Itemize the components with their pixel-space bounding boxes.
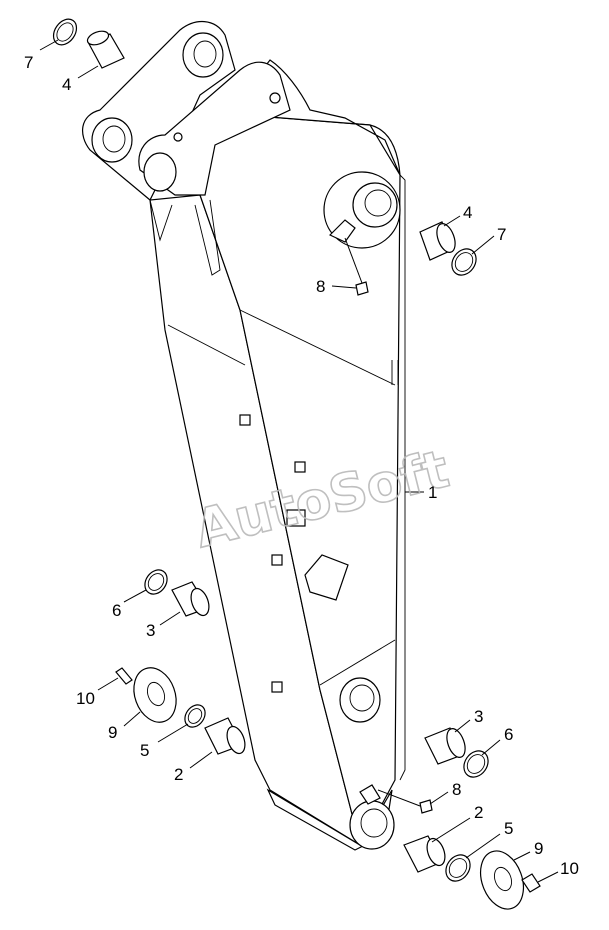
boom-side-bolt [173,132,183,142]
leader-4b [443,215,461,227]
bushing-2-right-end [426,837,446,867]
leader-6a [123,589,147,603]
foot-boss-flange [349,800,395,850]
leader-8b [429,791,449,805]
leader-9b [513,851,531,861]
callout-9-right: 9 [534,839,543,858]
callout-7-right: 7 [497,225,506,244]
callout-6-left: 6 [112,601,121,620]
callout-8-upper: 8 [316,277,325,296]
leader-5a [157,723,189,743]
retainer-plate-9-right-hole [493,866,513,892]
callout-2-left: 2 [174,765,183,784]
bushing-3-right-end [446,728,466,758]
seal-ring-5-right-inner [448,858,468,878]
lower-boss [339,677,381,723]
boom-top-bolt [269,92,281,104]
callout-4-right: 4 [463,203,472,222]
leader-10a [97,677,119,691]
leader-3a [159,611,181,626]
boom-front-bracket-bore [143,152,177,192]
bushing-2-left-end [226,725,246,755]
lower-boss-inner [349,684,375,712]
callout-3-left: 3 [146,621,155,640]
callout-6-right: 6 [504,725,513,744]
bushing-3-left-end [190,587,210,617]
callout-8-lower: 8 [452,780,461,799]
boom-rear-bracket-bore-upper-inner [193,40,217,68]
body-pad-1 [239,414,251,426]
callout-10-right: 10 [560,859,579,878]
bolt-10-left [115,667,133,685]
boom-rear-bracket-bore-upper [182,32,224,78]
leader-7b [471,235,495,255]
callout-10-left: 10 [76,689,95,708]
seal-ring-7-top-left [52,18,78,46]
seal-ring-7-right [451,248,477,276]
boom-panel-line-2 [239,309,396,386]
callout-9-left: 9 [108,723,117,742]
seal-ring-7-right-inner [454,252,474,272]
seal-ring-6-left-inner [147,573,165,591]
leader-8b-2 [377,789,421,807]
boom-rear-bracket-bore-lower-inner [102,125,126,153]
leader-7a [39,39,59,51]
upper-boss-bore [352,182,398,228]
callout-4-top-left: 4 [62,75,71,94]
seal-ring-5-right [445,854,471,882]
boom-stiffener-right [194,199,221,276]
body-pad-4 [271,554,283,566]
bushing-4-top-left-end [86,30,110,46]
leader-8a-2 [344,237,363,284]
foot-boss-bore [360,808,388,838]
body-pad-5 [271,681,283,693]
leader-9a [123,711,141,727]
seal-ring-6-right [463,750,489,778]
callout-3-right: 3 [474,707,483,726]
callout-7-top-left: 7 [24,53,33,72]
boom-edge-rail-inner [391,360,399,385]
boom-rear-bracket-bore-lower [91,117,133,163]
retainer-plate-9-left-hole [146,681,166,707]
body-pad-2 [294,461,306,473]
boom-front-bracket [138,61,291,196]
retainer-plate-9-right [479,850,525,910]
grease-fitting-8-upper [355,281,369,296]
seal-ring-5-left-inner [187,708,203,724]
leader-5b [465,833,501,859]
callout-labels: 7 4 4 7 8 1 6 3 10 9 5 2 3 6 8 2 5 9 10 [24,53,579,878]
leader-10b [537,871,559,883]
boom-panel-line-1 [167,324,246,366]
upper-boss-grease-lug [328,219,356,243]
boom-stiffener-left [149,199,173,242]
leader-2a [189,751,213,769]
grease-fitting-8-lower [419,799,433,814]
leader-3b [454,719,471,733]
seal-ring-5-left [184,704,206,728]
bolt-10-right [521,873,541,893]
body-pad-3 [286,509,306,527]
leader-4a [77,65,99,79]
leader-lines [39,39,559,883]
boom-edge-rail [399,174,406,781]
retainer-plate-9-left [133,667,177,723]
callout-5-left: 5 [140,741,149,760]
callout-1-boom: 1 [428,483,437,502]
loose-parts [52,18,541,910]
seal-ring-6-left [144,569,168,595]
callout-5-right: 5 [504,819,513,838]
leader-6b [481,739,501,756]
leader-2b [431,817,471,843]
leader-8a [331,285,357,289]
boom-panel-line-3 [319,639,396,686]
seal-ring-7-top-left-inner [56,22,74,42]
callout-2-right: 2 [474,803,483,822]
boom-arm [82,21,406,851]
foot-grease-lug [359,784,381,805]
bushing-4-right-end [436,223,456,253]
seal-ring-6-right-inner [466,754,486,774]
body-mount-plate [304,554,349,601]
upper-boss-bore-inner [364,189,392,217]
